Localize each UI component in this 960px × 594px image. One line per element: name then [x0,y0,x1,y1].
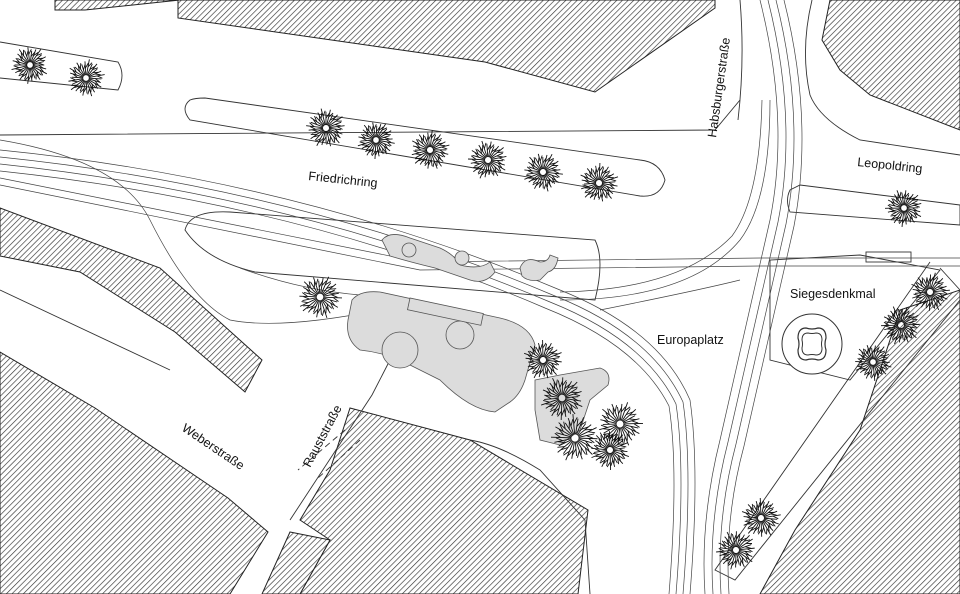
tree-icon [880,306,920,345]
green-areas [347,234,610,446]
tree-icon [599,402,644,446]
tree-icon [884,190,922,227]
building-north-friedrichring [177,0,716,93]
green-dot-1 [401,242,417,258]
tree-icon [11,47,48,84]
green-circle-2 [445,320,475,350]
tree-icon [550,414,598,461]
label-friedrichring: Friedrichring [308,169,379,190]
tree-icon [911,272,950,311]
building-south-small [261,531,331,594]
tree-icon [411,130,450,169]
green-area-small [519,254,559,281]
tree-icon [524,153,563,192]
label-leopoldring: Leopoldring [857,155,923,176]
building-southeast [759,289,960,594]
tree-icon [580,163,619,202]
trees [11,47,950,570]
tree-icon [524,339,562,379]
building-northeast [821,0,960,131]
green-strip-1 [407,297,484,326]
label-weberstrasse: Weberstraße [179,421,247,473]
tree-icon [306,108,345,147]
green-area-europaplatz [347,291,536,413]
label-europaplatz: Europaplatz [657,333,724,347]
tree-icon [541,377,583,421]
tree-icon [468,140,507,179]
building-west-block [0,207,263,393]
tree-icon [855,345,892,381]
tree-icon [741,497,781,537]
tree-icon [716,531,755,570]
building-southwest-block [0,351,269,594]
tree-icon [68,59,105,97]
tree-icon [357,122,395,159]
label-siegesdenkmal: Siegesdenkmal [790,287,875,301]
green-circle-1 [381,331,419,369]
siegesdenkmal-monument [781,313,843,375]
building-south-weber [299,407,589,594]
label-habsburgerstrasse: Habsburgerstraße [705,37,733,139]
building-top-left [54,0,181,11]
tree-icon [299,276,342,319]
green-dot-2 [454,250,470,266]
tree-icon [591,431,630,471]
